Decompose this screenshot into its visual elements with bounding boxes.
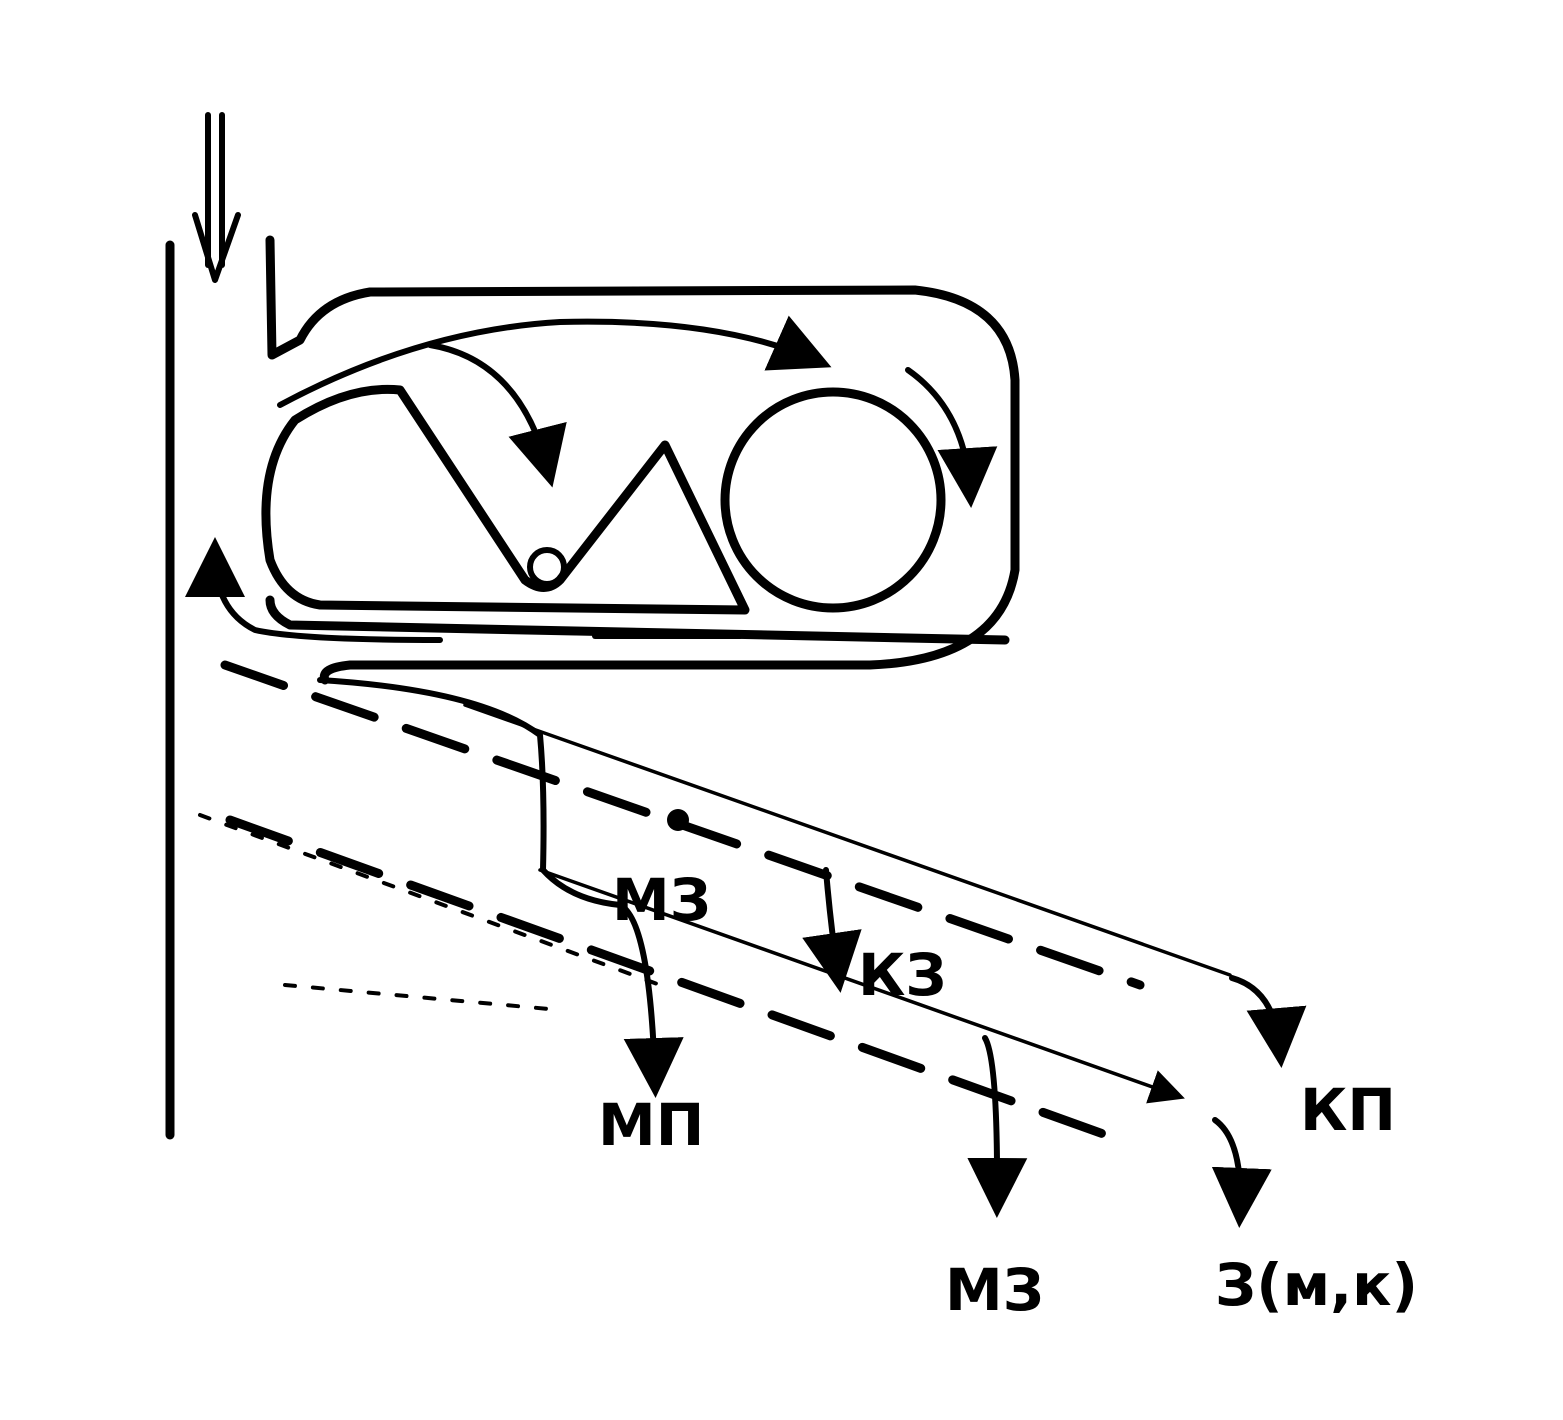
label-kz: КЗ [858, 941, 947, 1009]
label-mz-upper: МЗ [612, 866, 711, 934]
ball [527, 547, 567, 587]
label-z-mk: З(м,к) [1215, 1251, 1418, 1319]
sieve-decks [198, 660, 1232, 1145]
label-mp: МП [598, 1091, 704, 1159]
label-mz-lower: МЗ [945, 1256, 1044, 1324]
right-drum [720, 387, 946, 613]
feed-input-arrow [192, 112, 241, 283]
flow-arrows-housing [185, 315, 998, 643]
product-arrows [317, 677, 1307, 1228]
upper-housing [265, 235, 1020, 685]
left-drum [261, 384, 750, 615]
label-kp: КП [1300, 1076, 1396, 1144]
lower-housing [265, 595, 1010, 645]
